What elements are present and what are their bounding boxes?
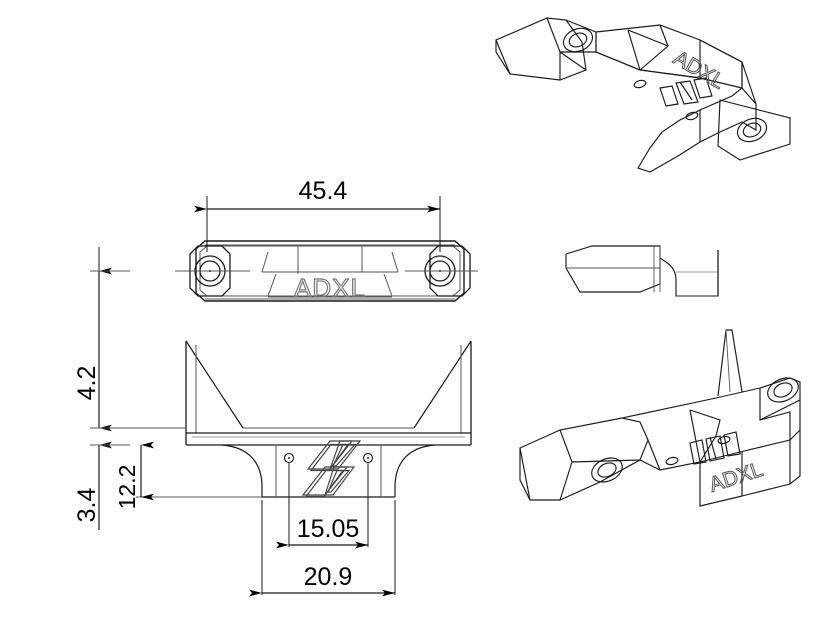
adxl-emboss-iso-upper: ADXL bbox=[670, 46, 729, 93]
right-wing-inner-slope bbox=[413, 340, 472, 429]
iso2-left-arm bbox=[519, 417, 649, 501]
pad-chamfer-left-lower bbox=[267, 273, 277, 297]
iso1-right-boss bbox=[717, 99, 791, 161]
iso1-slot-divider bbox=[679, 81, 693, 101]
iso2-left-arm-fold bbox=[559, 429, 573, 501]
right-boss-octagon bbox=[429, 245, 471, 297]
iso2-slot-divider bbox=[709, 436, 717, 460]
isometric-view-upper: ADXL bbox=[495, 17, 791, 173]
iso1-slot-1 bbox=[659, 85, 679, 107]
iso1-plate-front-edge bbox=[595, 51, 743, 89]
dim-text-15-05: 15.05 bbox=[297, 515, 360, 543]
iso2-fin-edge bbox=[725, 329, 731, 393]
iso2-right-hole-outer bbox=[767, 377, 799, 403]
fillet-right bbox=[394, 444, 436, 497]
right-small-hole-center bbox=[367, 457, 369, 459]
iso2-plate-front bbox=[639, 400, 801, 471]
dim-text-20-9: 20.9 bbox=[304, 563, 353, 591]
iso1-left-arm-edge2 bbox=[546, 17, 561, 80]
iso2-slot-1 bbox=[689, 439, 707, 465]
iso2-left-hole-inner bbox=[597, 462, 617, 478]
iso2-body-front bbox=[699, 430, 801, 507]
iso2-body-wall-left bbox=[689, 409, 701, 463]
dim-text-4-2: 4.2 bbox=[73, 366, 101, 401]
view-top: ADXL bbox=[175, 240, 478, 304]
iso1-left-arm bbox=[495, 17, 587, 81]
side-profile-view bbox=[565, 245, 719, 297]
iso2-left-hole-outer bbox=[591, 457, 623, 483]
iso2-upper-wing bbox=[621, 377, 801, 419]
view-front bbox=[110, 340, 472, 498]
pad-chamfer-right-upper bbox=[391, 251, 399, 273]
brand-logo-front-view bbox=[301, 440, 362, 498]
iso1-small-hole-2 bbox=[685, 111, 699, 121]
dim-text-3-4: 3.4 bbox=[73, 488, 101, 523]
iso2-left-arm-top bbox=[571, 459, 641, 463]
dimension-15-05: 15.05 bbox=[276, 462, 369, 549]
dim-text-45-4: 45.4 bbox=[299, 177, 348, 205]
top-view-inner-edge bbox=[199, 245, 461, 297]
iso2-slot-3 bbox=[723, 431, 741, 457]
dimension-20-9: 20.9 bbox=[249, 500, 396, 597]
iso2-right-boss-top bbox=[759, 388, 791, 440]
iso2-small-hole-1 bbox=[717, 435, 731, 445]
left-small-hole-center bbox=[288, 457, 290, 459]
iso1-small-hole-1 bbox=[633, 79, 647, 89]
iso2-body-side bbox=[699, 452, 743, 507]
iso1-wing-edge2 bbox=[659, 24, 669, 47]
iso1-wing-edge-left bbox=[627, 29, 641, 71]
fillet-left bbox=[221, 444, 263, 497]
dim-text-12-2: 12.2 bbox=[114, 465, 140, 510]
iso1-right-hole-outer bbox=[736, 117, 768, 143]
iso2-right-boss-edge bbox=[759, 399, 801, 421]
iso1-body-edge bbox=[741, 87, 757, 105]
iso2-small-hole-2 bbox=[665, 456, 679, 466]
iso2-left-arm-edge bbox=[519, 447, 531, 501]
iso1-lower-body bbox=[637, 61, 757, 173]
iso1-left-hole-inner bbox=[568, 32, 588, 48]
iso1-right-hole-inner bbox=[742, 122, 762, 138]
iso1-left-arm-edge3 bbox=[559, 51, 587, 71]
iso2-fin bbox=[717, 329, 743, 397]
dimension-3-4: 3.4 bbox=[73, 441, 130, 530]
pad-chamfer-right-lower bbox=[383, 273, 393, 297]
side-profile-lower bbox=[565, 254, 661, 293]
dimension-45-4: 45.4 bbox=[194, 177, 441, 252]
left-wing-inner-slope bbox=[185, 340, 244, 429]
dimension-12-2: 12.2 bbox=[114, 441, 154, 510]
iso1-left-arm-edge1 bbox=[495, 39, 511, 75]
isometric-view-lower: ADXL bbox=[519, 329, 801, 507]
iso1-right-wall-top bbox=[699, 39, 743, 63]
iso2-plate-edge-left bbox=[647, 439, 661, 471]
iso1-left-hole-outer bbox=[562, 27, 594, 53]
pad-chamfer-left-upper bbox=[261, 251, 269, 273]
adxl-emboss-iso-lower: ADXL bbox=[706, 458, 765, 497]
iso1-slot-2 bbox=[675, 80, 699, 105]
iso1-slot-3 bbox=[693, 77, 713, 99]
iso2-right-hole-inner bbox=[773, 382, 793, 398]
adxl-emboss-top-view: ADXL bbox=[294, 273, 366, 303]
iso2-slot-2 bbox=[705, 435, 725, 462]
left-boss-octagon bbox=[189, 245, 231, 297]
dimension-4-2: 4.2 bbox=[73, 247, 130, 432]
side-profile-outline bbox=[565, 245, 719, 297]
